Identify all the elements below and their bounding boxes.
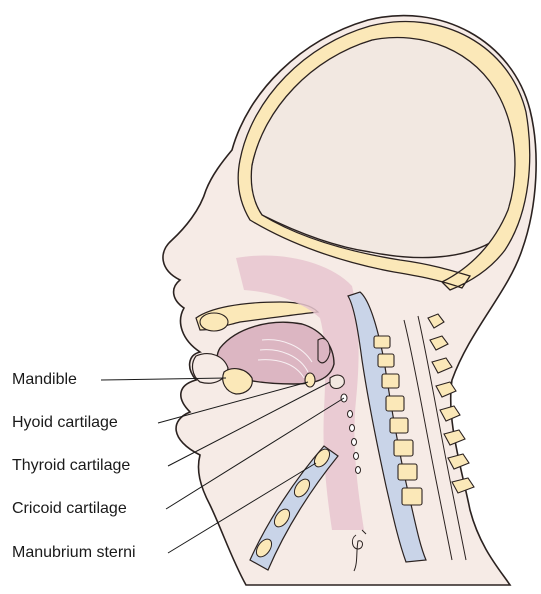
label-thyroid-cartilage: Thyroid cartilage xyxy=(12,457,130,475)
thyroid-cartilage-shape xyxy=(330,375,344,388)
label-manubrium-sterni: Manubrium sterni xyxy=(12,544,136,562)
label-cricoid-cartilage: Cricoid cartilage xyxy=(12,500,127,518)
hyoid-bone xyxy=(305,373,315,387)
label-mandible: Mandible xyxy=(12,371,77,389)
upper-tooth xyxy=(200,313,228,331)
label-hyoid-cartilage: Hyoid cartilage xyxy=(12,414,118,432)
